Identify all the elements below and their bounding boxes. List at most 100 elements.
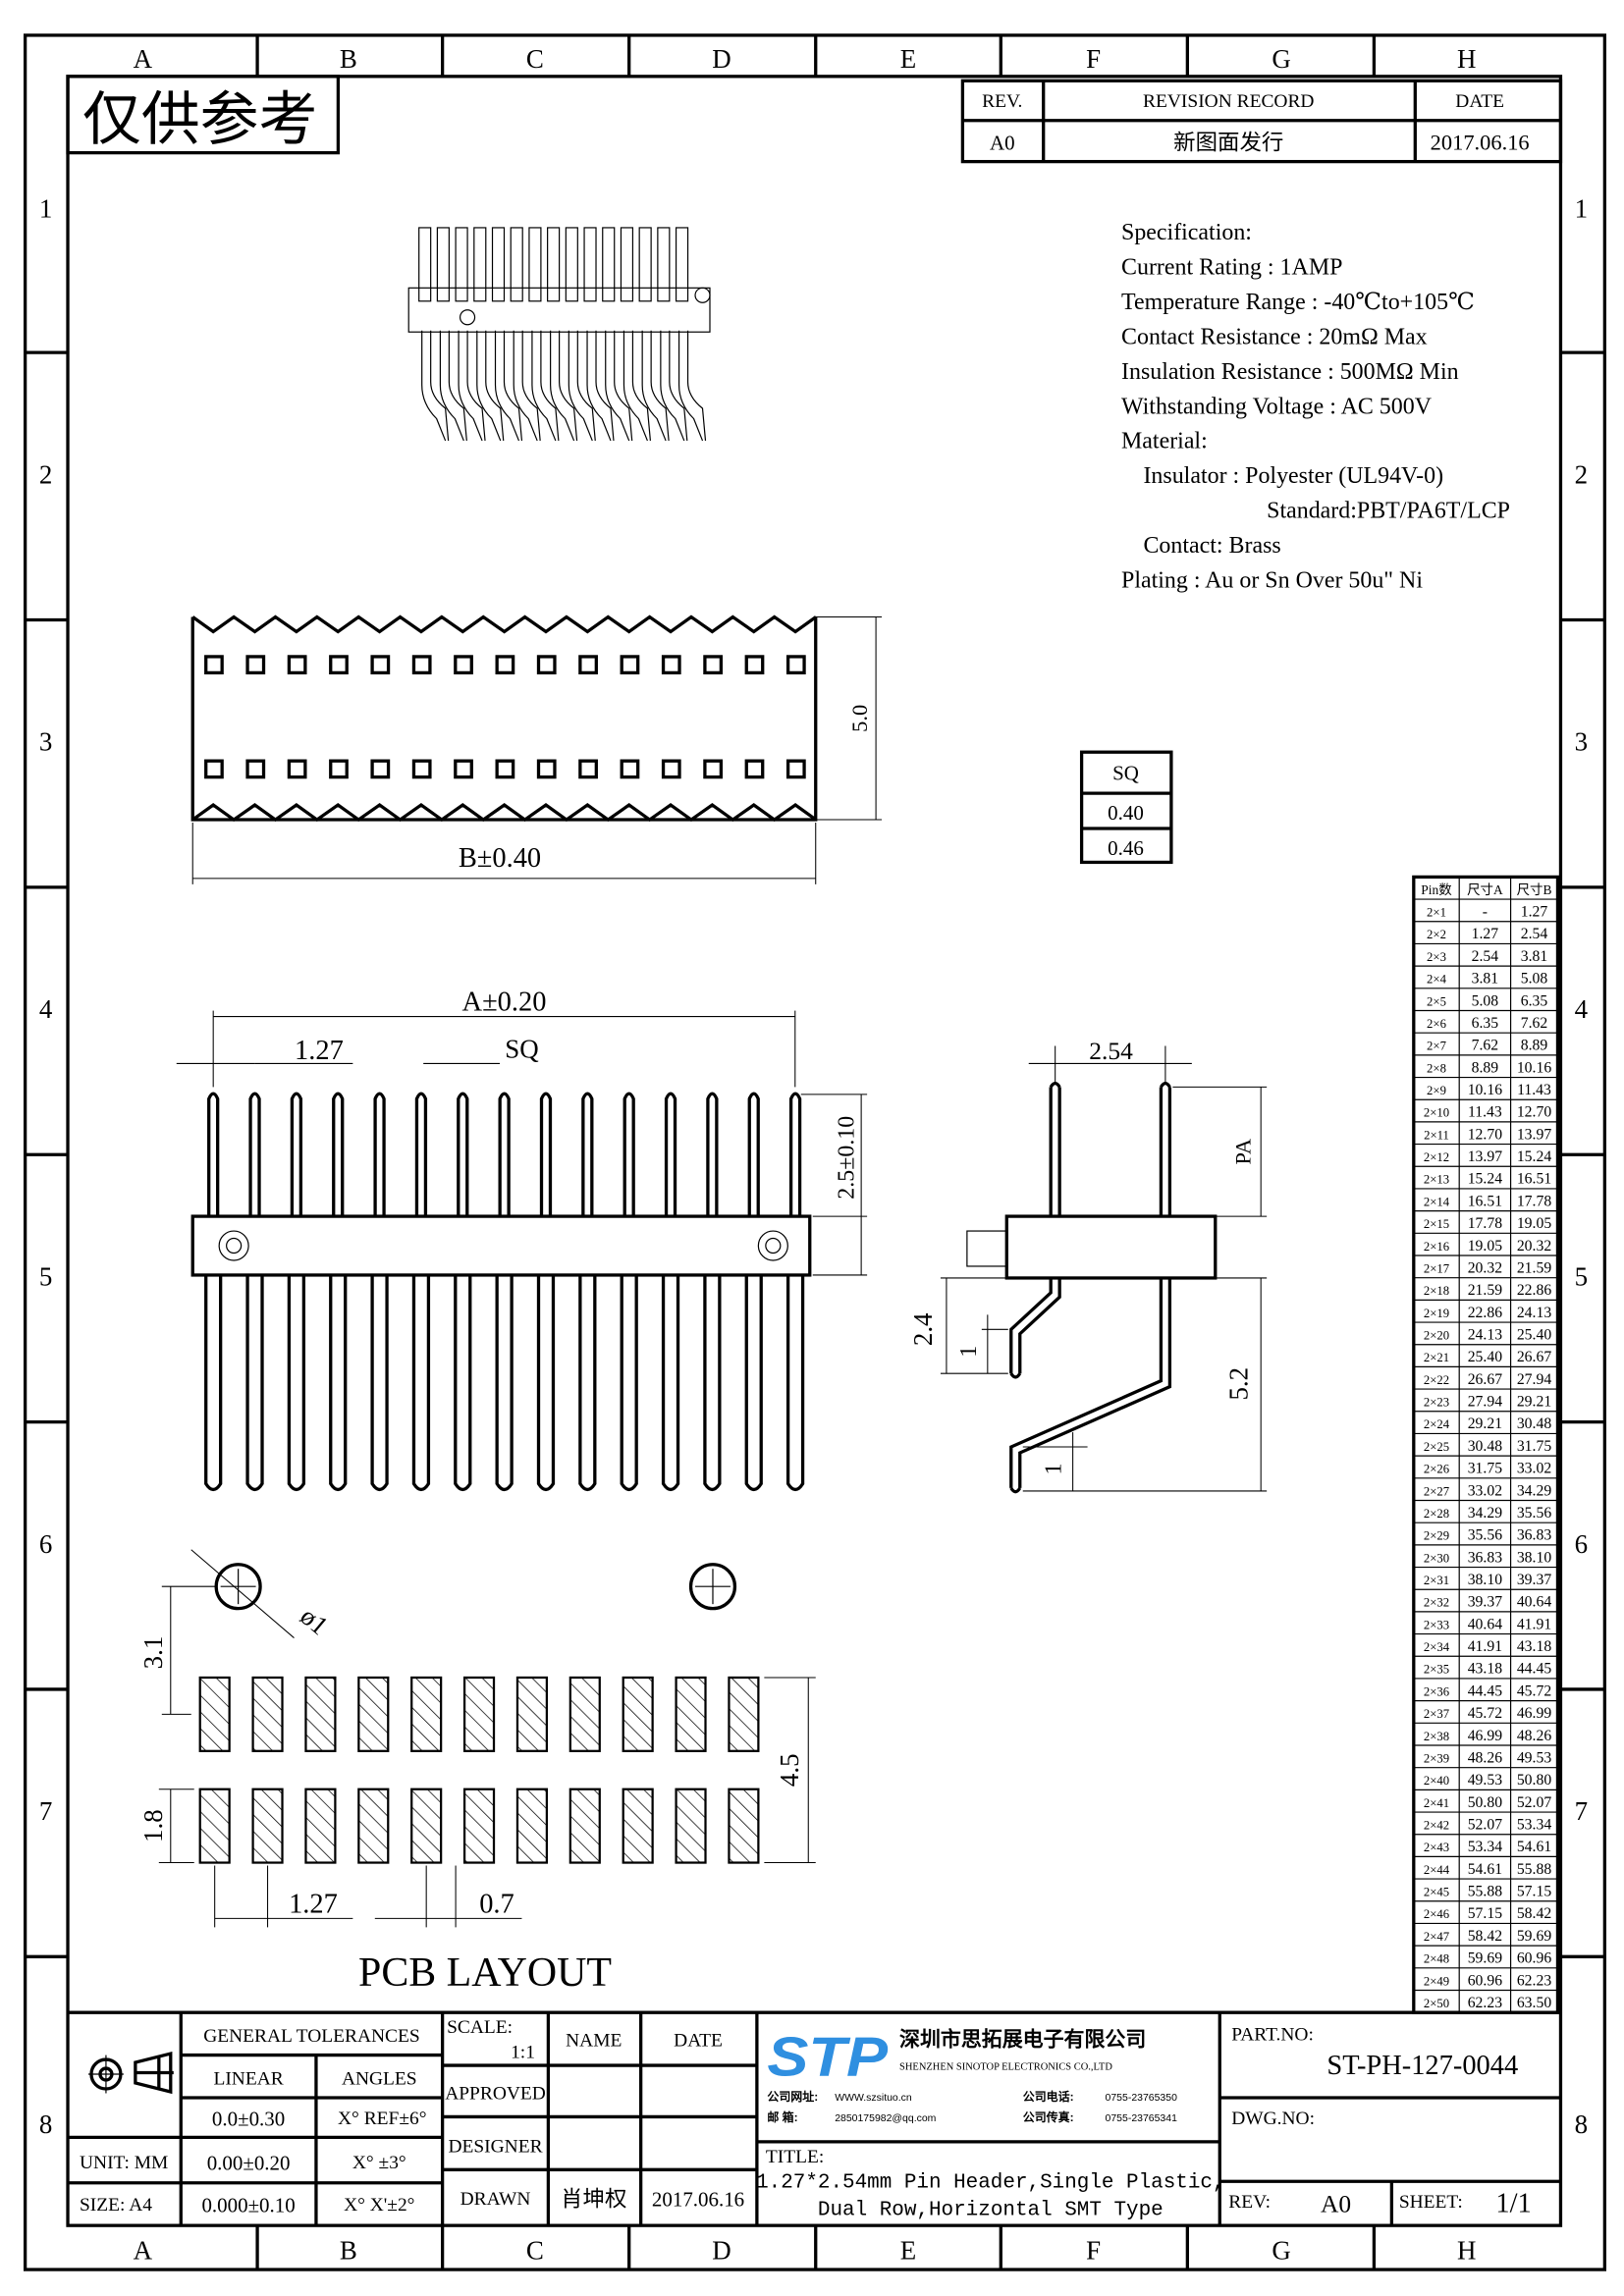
pin-table-cell: 15.24 xyxy=(1468,1171,1502,1188)
pin-table-cell: 2×3 xyxy=(1427,950,1446,964)
revision-description: 新图面发行 xyxy=(1173,131,1283,155)
spec-line: Contact Resistance : 20mΩ Max xyxy=(1121,324,1428,349)
pcb-layout-title: PCB LAYOUT xyxy=(358,1950,612,1996)
pin-table-cell: 5.08 xyxy=(1521,971,1548,988)
pin-table-cell: 11.43 xyxy=(1517,1082,1551,1098)
pin-table-cell: - xyxy=(1483,904,1488,921)
company-logo: STP xyxy=(767,2027,889,2089)
pin-table-cell: 35.56 xyxy=(1468,1527,1502,1544)
pin-square xyxy=(703,655,724,675)
pin-table-cell: 21.59 xyxy=(1517,1259,1551,1276)
pin-table-cell: 54.61 xyxy=(1468,1861,1502,1878)
pin-table-cell: 2×39 xyxy=(1424,1751,1449,1765)
pcb-pad xyxy=(304,1788,337,1864)
pin-square xyxy=(245,655,266,675)
pin-table-cell: 2×29 xyxy=(1424,1529,1449,1543)
general-tolerances-label: GENERAL TOLERANCES xyxy=(203,2026,419,2047)
dim-side-c: 5.2 xyxy=(1224,1367,1254,1401)
sq-value-max: 0.46 xyxy=(1108,836,1144,860)
size-label: SIZE: A4 xyxy=(80,2195,152,2216)
pcb-pad xyxy=(462,1676,496,1752)
rev-value: A0 xyxy=(990,132,1015,155)
pin-table-cell: 2×10 xyxy=(1424,1106,1449,1120)
pin-table-cell: 48.26 xyxy=(1468,1749,1502,1766)
pin-table-cell: 30.48 xyxy=(1517,1415,1551,1432)
pin-square xyxy=(329,655,349,675)
pcb-pad xyxy=(251,1676,284,1752)
pin-table-cell: 40.64 xyxy=(1468,1616,1502,1632)
spec-line: Insulator : Polyester (UL94V-0) xyxy=(1143,463,1443,489)
pin-table-cell: 2×26 xyxy=(1424,1463,1449,1476)
company-web: WWW.szsituo.cn xyxy=(835,2093,912,2104)
pin-table-cell: 26.67 xyxy=(1517,1349,1551,1365)
pin-table-cell: 2×31 xyxy=(1424,1574,1449,1587)
pin-table-cell: 49.53 xyxy=(1468,1772,1502,1789)
pin-table-cell: 49.53 xyxy=(1517,1749,1551,1766)
zone-column-label: G xyxy=(1272,2236,1290,2266)
pin-table-cell: 50.80 xyxy=(1517,1772,1551,1789)
pin-table-cell: 2×16 xyxy=(1424,1240,1449,1254)
pin-tail xyxy=(495,1274,514,1492)
zone-column-label: E xyxy=(900,44,916,74)
web-label: 公司网址: xyxy=(767,2089,818,2104)
dim-pcb-span: 4.5 xyxy=(775,1753,804,1787)
pin-tail xyxy=(370,1274,389,1492)
pcb-pad xyxy=(198,1788,231,1864)
sheet-number: 1/1 xyxy=(1495,2189,1531,2219)
pin xyxy=(498,1092,511,1217)
pcb-layout: ø1 3.1 4.5 1.8 1.27 0.7 PCB LAYOUT xyxy=(138,1549,816,1996)
spec-line: Contact: Brass xyxy=(1143,533,1280,559)
dim-sq: SQ xyxy=(505,1034,538,1063)
pin-square xyxy=(703,759,724,779)
pin-table-cell: 2×24 xyxy=(1424,1417,1450,1431)
pin-table-cell: 24.13 xyxy=(1517,1305,1551,1321)
pin-table-cell: 2×32 xyxy=(1424,1596,1449,1610)
pin-table-cell: 13.97 xyxy=(1468,1148,1502,1165)
pin-tail xyxy=(454,1274,472,1492)
pin-square xyxy=(329,759,349,779)
dim-top-width: B±0.40 xyxy=(459,843,541,874)
pcb-pad xyxy=(675,1788,707,1864)
company-fax: 0755-23765341 xyxy=(1106,2113,1178,2124)
pin-table-cell: 8.89 xyxy=(1521,1038,1548,1054)
dim-pa: PA xyxy=(1231,1138,1256,1164)
scale-label: SCALE: xyxy=(447,2017,513,2038)
pin-table-cell: 62.23 xyxy=(1468,1995,1502,2011)
company-email: 2850175982@qq.com xyxy=(835,2113,936,2124)
zone-column-label: H xyxy=(1457,44,1476,74)
pin-table-cell: 2×45 xyxy=(1424,1886,1449,1899)
pin-table-cell: 16.51 xyxy=(1468,1193,1502,1209)
pcb-pad xyxy=(568,1676,601,1752)
pcb-pad xyxy=(462,1788,496,1864)
zone-row-label: 8 xyxy=(1575,2109,1588,2139)
pcb-pad xyxy=(410,1788,443,1864)
pin-table-cell: 2×36 xyxy=(1424,1684,1449,1698)
pin-table-cell: 1.27 xyxy=(1521,904,1548,921)
pin-square xyxy=(744,655,765,675)
pin-square xyxy=(785,655,806,675)
zone-column-label: A xyxy=(134,2236,153,2266)
pin-table-cell: 55.88 xyxy=(1517,1861,1551,1878)
pin-table-cell: 60.96 xyxy=(1468,1972,1502,1989)
pin-table-cell: 36.83 xyxy=(1468,1549,1502,1566)
linear-tol-1: 0.0±0.30 xyxy=(212,2107,285,2130)
pin-square xyxy=(536,655,557,675)
linear-tol-3: 0.000±0.10 xyxy=(201,2194,295,2217)
pin-table-cell: 2×15 xyxy=(1424,1217,1449,1231)
top-view: 5.0 B±0.40 xyxy=(190,614,883,884)
pin-table-cell: 5.08 xyxy=(1472,992,1499,1009)
zone-row-label: 2 xyxy=(39,459,52,489)
pin-table-cell: 2×11 xyxy=(1424,1128,1449,1142)
pin-table-cell: 2×6 xyxy=(1427,1017,1446,1031)
pin-table-cell: 63.50 xyxy=(1517,1995,1551,2011)
pin-table-cell: 6.35 xyxy=(1472,1015,1499,1032)
pin-square xyxy=(495,759,515,779)
pin-tail xyxy=(578,1274,597,1492)
zone-column-label: F xyxy=(1086,44,1101,74)
pin-table-header: 尺寸A xyxy=(1467,882,1503,897)
dim-top-height: 5.0 xyxy=(847,705,872,732)
projection-symbol-icon xyxy=(87,2051,174,2095)
sq-header: SQ xyxy=(1112,762,1139,785)
